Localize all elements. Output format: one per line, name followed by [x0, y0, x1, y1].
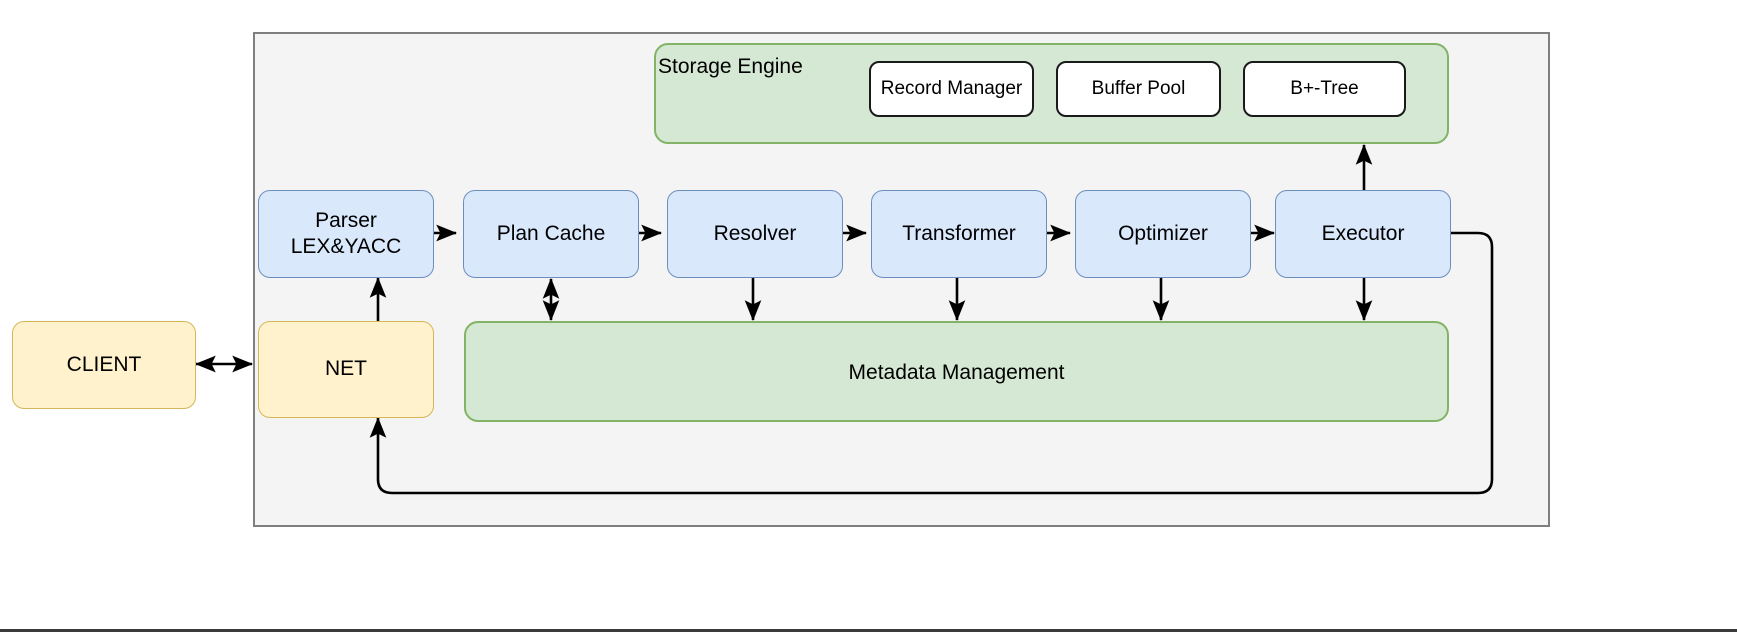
storage-engine-title: Storage Engine [658, 55, 803, 78]
plan-cache-box[interactable]: Plan Cache [463, 190, 639, 278]
executor-box[interactable]: Executor [1275, 190, 1451, 278]
metadata-management-label: Metadata Management [848, 361, 1065, 384]
resolver-box[interactable]: Resolver [667, 190, 843, 278]
metadata-management-group: Metadata Management [464, 321, 1449, 422]
buffer-pool-box[interactable]: Buffer Pool [1056, 61, 1221, 117]
parser-box[interactable]: Parser LEX&YACC [258, 190, 434, 278]
bottom-divider [0, 629, 1737, 632]
net-box[interactable]: NET [258, 321, 434, 418]
b-plus-tree-box[interactable]: B+-Tree [1243, 61, 1406, 117]
transformer-box[interactable]: Transformer [871, 190, 1047, 278]
record-manager-box[interactable]: Record Manager [869, 61, 1034, 117]
client-box[interactable]: CLIENT [12, 321, 196, 409]
optimizer-box[interactable]: Optimizer [1075, 190, 1251, 278]
